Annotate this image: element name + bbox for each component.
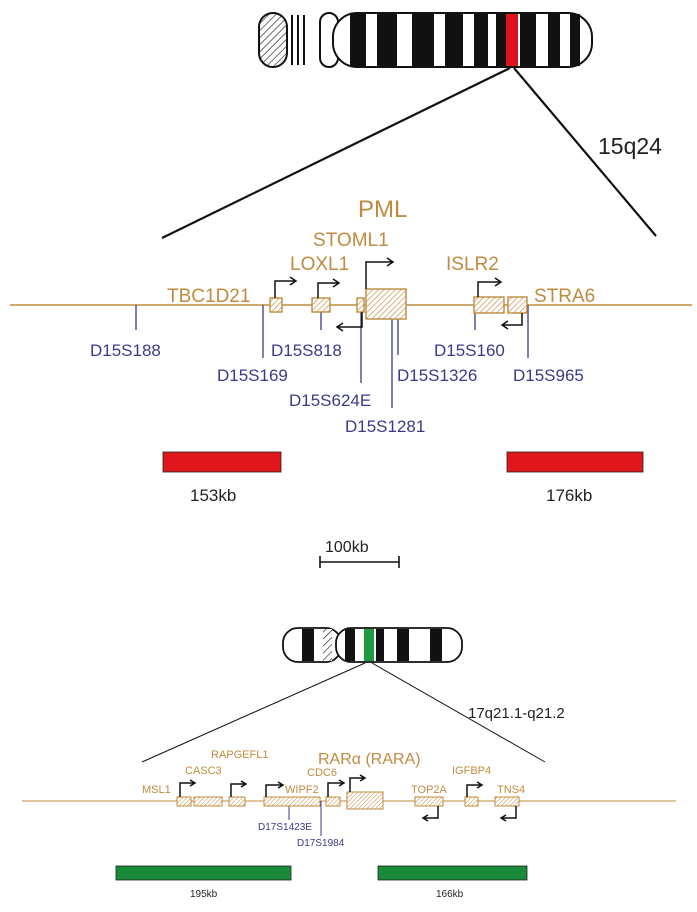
gene-box-stra6 — [507, 296, 528, 314]
chromosome-17-ideogram — [282, 627, 463, 663]
marker-label-d15s818: D15S818 — [271, 341, 342, 360]
gene-label-islr2: ISLR2 — [446, 254, 499, 275]
marker-label-d17s1423e: D17S1423E — [258, 822, 312, 833]
scale-bar-label: 100kb — [325, 539, 369, 556]
chromosome-15-ideogram — [258, 12, 593, 68]
gene-box-top2a — [414, 796, 444, 807]
gene-label-stra6: STRA6 — [534, 286, 595, 307]
probe-size-left-15: 153kb — [190, 486, 236, 505]
probe-size-left-17: 195kb — [190, 889, 218, 900]
gene-box-pml — [365, 288, 407, 320]
gene-label-rapgefl1: RAPGEFL1 — [211, 749, 268, 761]
zoom-line-left — [161, 67, 511, 239]
band-label-15q24: 15q24 — [598, 133, 662, 159]
marker-label-d15s1326: D15S1326 — [397, 366, 477, 385]
gene-label-tbc1d21: TBC1D21 — [167, 286, 250, 307]
gene-box-islr2 — [473, 296, 505, 314]
marker-label-d15s624e: D15S624E — [289, 391, 371, 410]
marker-label-d15s160: D15S160 — [434, 341, 505, 360]
marker-label-d15s169: D15S169 — [217, 366, 288, 385]
chr15-highlight-band — [506, 14, 518, 66]
zoom-line-right — [513, 67, 657, 237]
gene-label-cdc6: CDC6 — [307, 767, 337, 779]
gene-label-wipf2: WIPF2 — [285, 784, 319, 796]
chr17-bands — [345, 629, 442, 661]
gene-box-loxl1 — [311, 297, 331, 313]
scale-bar — [319, 556, 400, 568]
gene-label-casc3: CASC3 — [185, 765, 222, 777]
chr17-highlight-band — [364, 629, 374, 661]
marker-label-d15s188: D15S188 — [90, 341, 161, 360]
gene-box-tbc1d21 — [269, 297, 283, 313]
probe-bar-green-right — [377, 865, 528, 881]
gene-label-stoml1: STOML1 — [313, 230, 389, 251]
gene-box-casc3 — [193, 796, 223, 807]
probe-bar-red-right — [506, 451, 644, 473]
gene-box-wipf2 — [263, 796, 321, 807]
probe-size-right-17: 166kb — [436, 889, 464, 900]
zoom-line-right-17 — [371, 662, 546, 763]
band-label-17q21: 17q21.1-q21.2 — [468, 705, 565, 722]
probe-size-right-15: 176kb — [546, 486, 592, 505]
gene-label-tns4: TNS4 — [497, 784, 525, 796]
gene-box-rara — [346, 791, 384, 810]
gene-label-igfbp4: IGFBP4 — [452, 765, 491, 777]
gene-title-pml: PML — [358, 196, 407, 223]
marker-label-d15s965: D15S965 — [513, 366, 584, 385]
gene-label-loxl1: LOXL1 — [290, 254, 349, 275]
gene-label-msl1: MSL1 — [142, 784, 171, 796]
gene-box-igfbp4 — [464, 796, 479, 807]
zoom-line-left-17 — [141, 662, 366, 763]
gene-label-top2a: TOP2A — [411, 784, 448, 796]
chr15-centromere-stripes — [291, 15, 305, 65]
gene-box-tns4 — [494, 796, 520, 807]
gene-title-rara: RARα (RARA) — [318, 751, 421, 768]
marker-ticks-15 — [135, 305, 529, 408]
marker-label-d17s1984: D17S1984 — [297, 838, 345, 849]
marker-label-d15s1281: D15S1281 — [345, 417, 425, 436]
gene-box-msl1 — [176, 796, 192, 807]
chr15-p-arm — [258, 12, 288, 68]
gene-box-stoml1 — [356, 297, 365, 313]
transcription-arrows-15 — [274, 257, 523, 332]
chr15-bands — [350, 14, 580, 66]
probe-bar-red-left — [162, 451, 282, 473]
gene-box-rapgefl1 — [228, 796, 246, 807]
gene-box-cdc6 — [325, 796, 341, 807]
transcription-arrows-17 — [179, 774, 517, 822]
probe-bar-green-left — [115, 865, 292, 881]
